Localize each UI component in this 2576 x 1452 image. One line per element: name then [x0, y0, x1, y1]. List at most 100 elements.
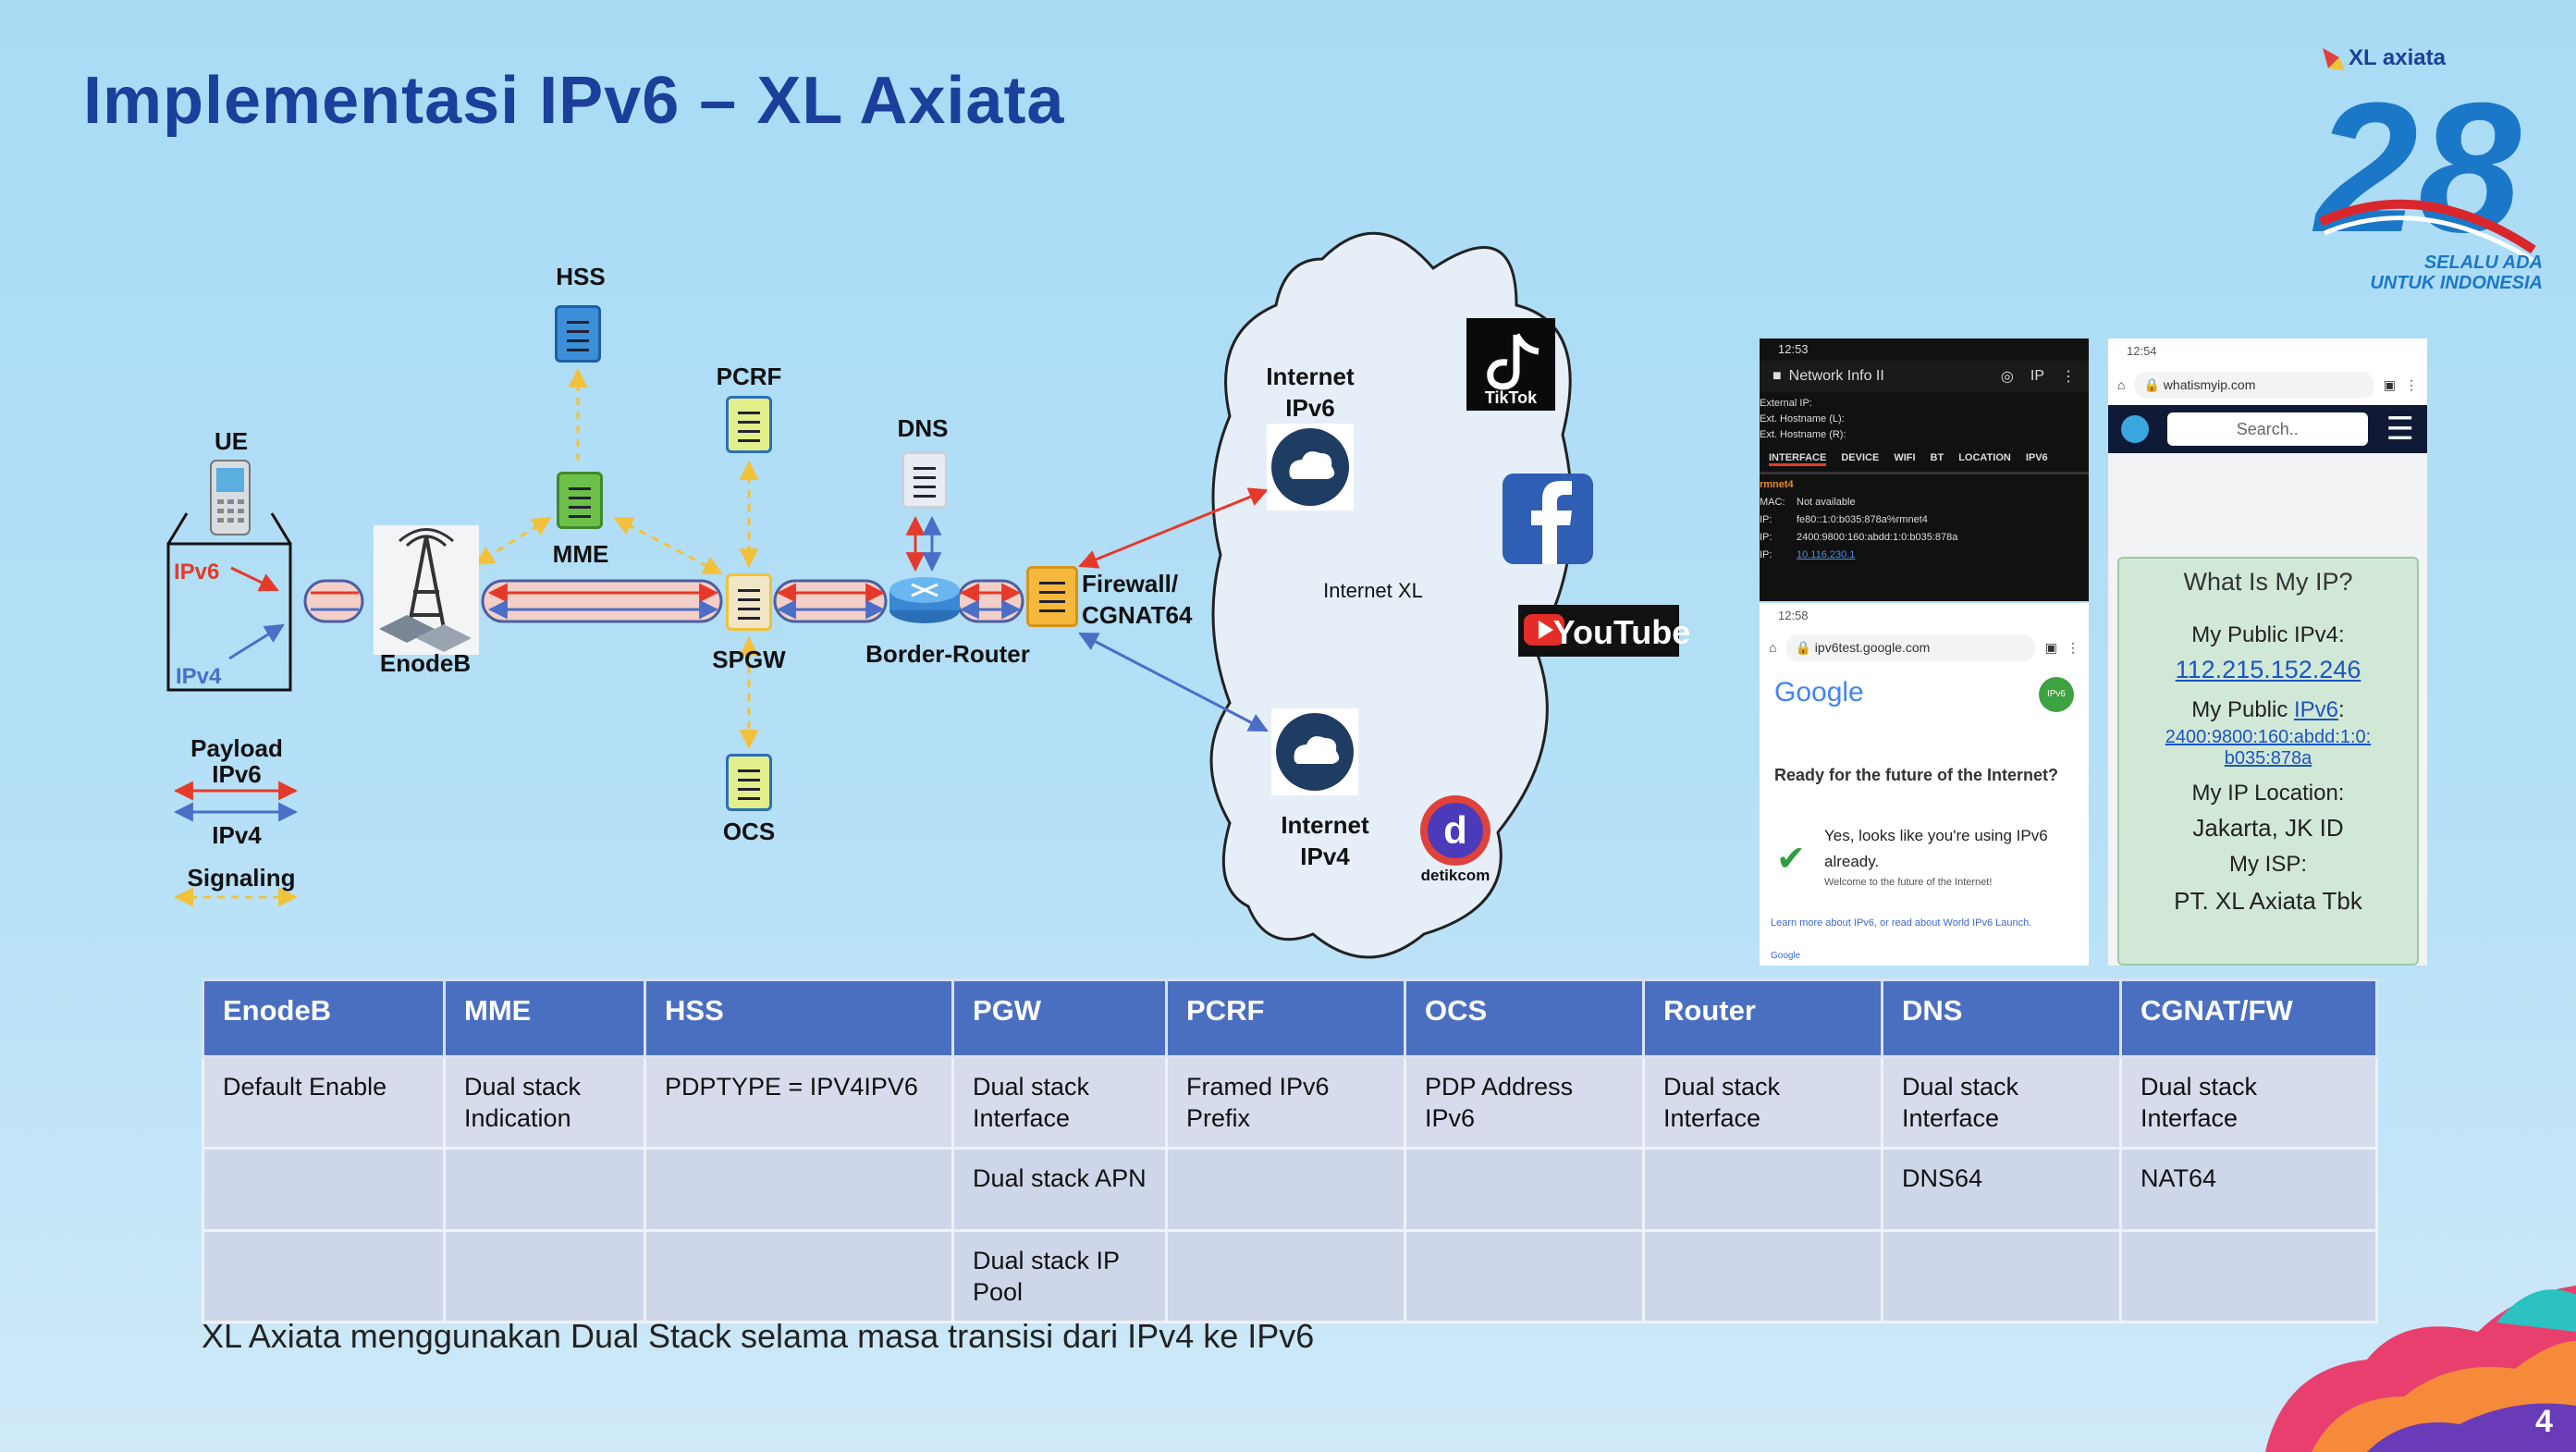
table-header-row: EnodeB MME HSS PGW PCRF OCS Router DNS C… — [202, 978, 2378, 1058]
ipv4-label: My Public IPv4: — [2191, 622, 2345, 647]
tab-ipv6[interactable]: IPV6 — [2025, 452, 2048, 463]
ipv6-message: Yes, looks like you're using IPv6 alread… — [1824, 827, 2048, 870]
hamburger-menu-icon[interactable]: ☰ — [2386, 412, 2414, 447]
app-bar: ■ Network Info II ◎ IP ⋮ — [1760, 361, 2089, 392]
table-cell — [644, 1229, 954, 1323]
table-cell — [1881, 1229, 2122, 1323]
col-header-dns: DNS — [1881, 978, 2122, 1058]
logo-brand-text: XL axiata — [2349, 45, 2447, 70]
col-header-mme: MME — [443, 978, 646, 1058]
tiktok-label: TikTok — [1485, 388, 1538, 407]
home-icon[interactable]: ⌂ — [2117, 377, 2126, 392]
ipv6-label-suffix: : — [2338, 697, 2345, 722]
tab-device[interactable]: DEVICE — [1841, 452, 1880, 463]
youtube-label: YouTube — [1553, 613, 1691, 651]
table-cell — [1404, 1147, 1645, 1232]
table-row: Dual stack APN DNS64 NAT64 — [202, 1147, 2378, 1232]
label-hss: HSS — [556, 263, 606, 290]
col-header-cgnat-fw: CGNAT/FW — [2119, 978, 2378, 1058]
app-title: Network Info II — [1788, 368, 1884, 384]
label-pcrf: PCRF — [716, 363, 782, 390]
site-logo-icon[interactable] — [2121, 415, 2149, 443]
more-icon[interactable]: ⋮ — [2067, 639, 2079, 655]
external-ip-row: External IP: — [1760, 398, 1812, 409]
ipv6-label-link[interactable]: IPv6 — [2294, 697, 2339, 722]
globe-icon[interactable]: ◎ — [2000, 369, 2014, 385]
ipv6-label-prefix: My Public — [2191, 697, 2294, 722]
table-cell — [2119, 1229, 2378, 1323]
ip1-value: fe80::1:0:b035:878a%rmnet4 — [1797, 514, 1928, 525]
home-icon[interactable]: ⌂ — [1769, 640, 1777, 655]
table-cell: Dual stack Interface — [2119, 1055, 2378, 1150]
more-icon[interactable]: ⋮ — [2061, 369, 2076, 385]
public-ipv6-line2[interactable]: b035:878a — [2224, 748, 2312, 769]
signal-mme-spgw — [613, 516, 723, 575]
xl-logo-graphic: XL axiata 28 SELALU ADA UNTUK INDONESIA — [2312, 45, 2543, 293]
xl-axiata-28-logo: XL axiata 28 SELALU ADA UNTUK INDONESIA — [2312, 37, 2552, 296]
browser-bar: ⌂ 🔒 ipv6test.google.com ▣ ⋮ — [1760, 627, 2089, 668]
ip1-label: IP: — [1760, 514, 1773, 525]
screenshot-whatismyip: 12:54 ⌂ 🔒 whatismyip.com ▣ ⋮ Search.. ☰ … — [2108, 338, 2427, 966]
tabs-icon[interactable]: ▣ — [2044, 639, 2057, 655]
hostname-l-row: Ext. Hostname (L): — [1760, 413, 1845, 425]
learn-more-link[interactable]: Learn more about IPv6, or read about Wor… — [1771, 917, 2032, 929]
url-bar[interactable]: 🔒 ipv6test.google.com — [1785, 634, 2036, 661]
tab-bar: INTERFACE DEVICE WIFI BT LOCATION IPV6 — [1760, 447, 2089, 474]
public-ipv4-link[interactable]: 112.215.152.246 — [2175, 656, 2361, 683]
logo-tagline-2: UNTUK INDONESIA — [2370, 273, 2543, 293]
interface-details: rmnet4 MAC: Not available IP: fe80::1:0:b0… — [1760, 474, 2089, 566]
ipv6-label: My Public IPv6: — [2119, 697, 2417, 723]
table-cell: PDP Address IPv6 — [1404, 1055, 1645, 1150]
facebook-icon — [1503, 474, 1593, 564]
welcome-text: Welcome to the future of the Internet! — [1824, 877, 1993, 888]
col-header-ocs: OCS — [1404, 978, 1645, 1058]
mac-label: MAC: — [1760, 497, 1785, 508]
status-time: 12:58 — [1778, 609, 1809, 622]
ip3-label: IP: — [1760, 549, 1773, 560]
isp-value: PT. XL Axiata Tbk — [2174, 887, 2362, 915]
tabs-icon[interactable]: ▣ — [2383, 376, 2396, 392]
table-cell: Dual stack IP Pool — [951, 1229, 1168, 1323]
url-bar[interactable]: 🔒 whatismyip.com — [2134, 371, 2374, 399]
ipv6-badge: IPv6 — [2039, 677, 2074, 712]
table-cell: Dual stack Indication — [443, 1055, 646, 1150]
screenshot-network-info: 12:53 ■ Network Info II ◎ IP ⋮ External … — [1760, 338, 2089, 601]
table-cell — [644, 1147, 954, 1232]
search-box[interactable]: Search.. — [2167, 412, 2368, 446]
google-footer: Google — [1771, 951, 1801, 961]
location-value: Jakarta, JK ID — [2192, 814, 2344, 842]
table-cell: NAT64 — [2119, 1147, 2378, 1232]
table-cell: Dual stack Interface — [1881, 1055, 2122, 1150]
label-internet-ipv6: Internet IPv6 — [1266, 363, 1355, 422]
label-spgw: SPGW — [712, 646, 786, 673]
router-icon — [889, 577, 960, 623]
ocs-server-icon — [726, 754, 772, 811]
table-cell: Dual stack Interface — [951, 1055, 1168, 1150]
ipv4-to-internet — [1078, 632, 1269, 732]
internet-ipv4-icon — [1271, 708, 1358, 795]
table-cell — [202, 1147, 446, 1232]
label-internet-xl: Internet XL — [1323, 579, 1423, 602]
col-header-enodeb: EnodeB — [202, 978, 446, 1058]
more-icon[interactable]: ⋮ — [2405, 376, 2418, 392]
mac-value: Not available — [1797, 497, 1856, 508]
ip-button[interactable]: IP — [2030, 368, 2044, 384]
legend-payload: Payload — [190, 734, 283, 762]
interface-name: rmnet4 — [1760, 479, 1794, 490]
tab-bt[interactable]: BT — [1930, 452, 1944, 463]
footer-note: XL Axiata menggunakan Dual Stack selama … — [202, 1317, 1315, 1355]
ready-heading: Ready for the future of the Internet? — [1774, 766, 2059, 784]
tab-location[interactable]: LOCATION — [1958, 452, 2011, 463]
decorative-corner-swirl — [2265, 1286, 2576, 1452]
status-time: 12:53 — [1778, 342, 1809, 356]
table-cell: DNS64 — [1881, 1147, 2122, 1232]
detikcom-icon: d detikcom — [1420, 795, 1490, 884]
public-ipv6-line1[interactable]: 2400:9800:160:abdd:1:0: — [2165, 727, 2372, 747]
tab-interface[interactable]: INTERFACE — [1769, 452, 1827, 466]
col-header-hss: HSS — [644, 978, 954, 1058]
what-is-my-ip-heading: What Is My IP? — [2183, 568, 2353, 596]
screenshot-ipv6-test: 12:58 ⌂ 🔒 ipv6test.google.com ▣ ⋮ Google… — [1760, 603, 2089, 966]
location-label: My IP Location: — [2191, 781, 2345, 806]
tab-wifi[interactable]: WIFI — [1894, 452, 1916, 463]
url-text: whatismyip.com — [2163, 376, 2256, 392]
